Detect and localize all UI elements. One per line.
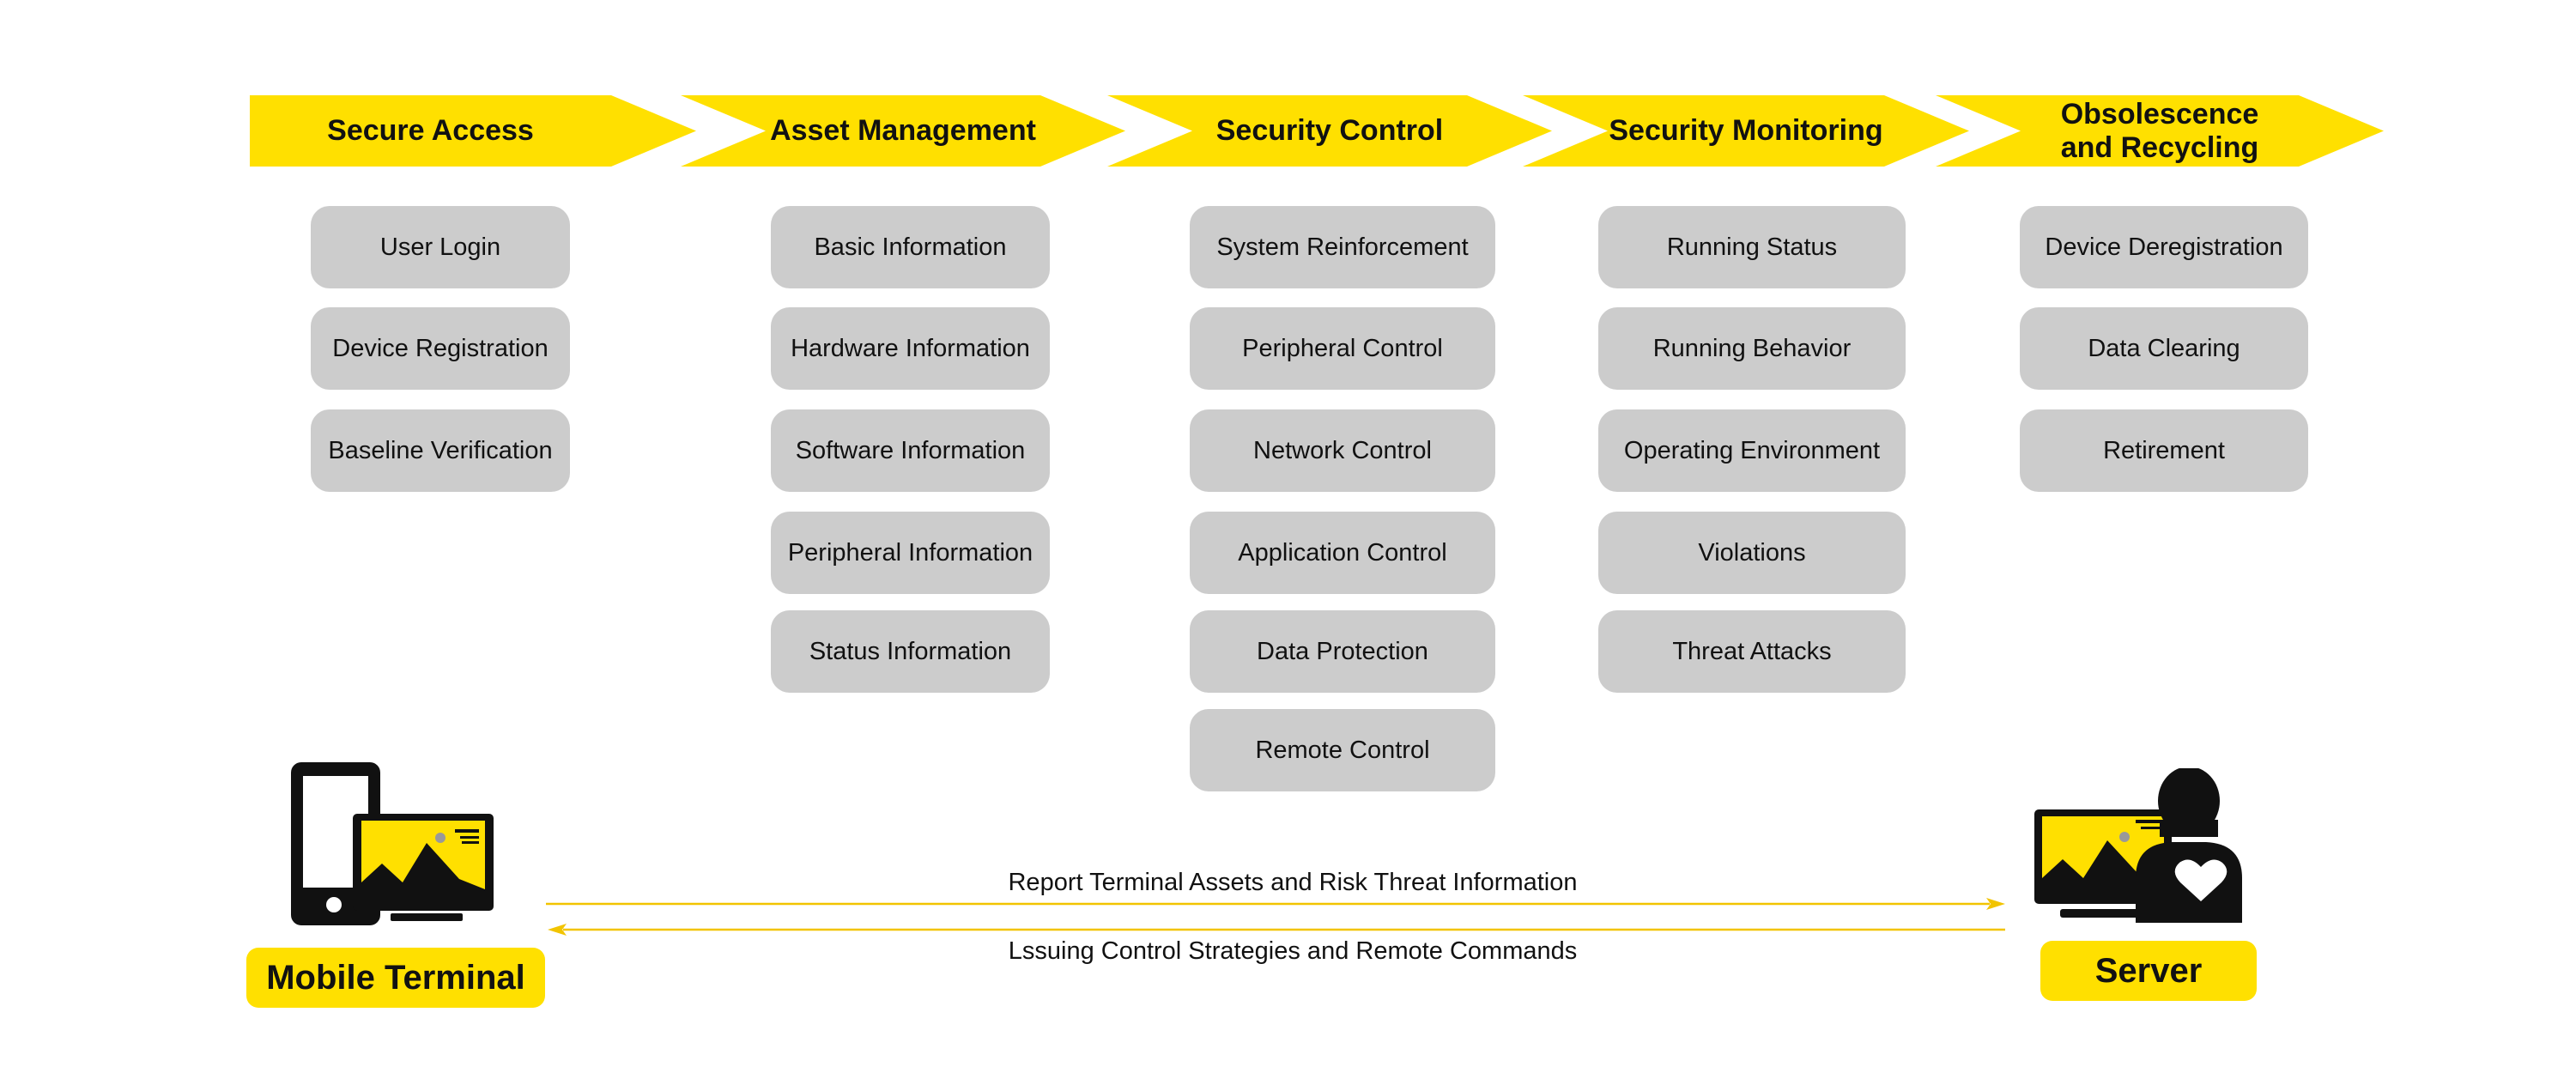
item-device-registration: Device Registration [311, 307, 570, 390]
mobile-terminal-icon [288, 762, 494, 930]
chevron-shape [681, 95, 1125, 167]
item-peripheral-information: Peripheral Information [771, 512, 1050, 594]
stage-title: Obsolescence and Recycling [2060, 97, 2259, 164]
stage-title: Security Monitoring [1609, 114, 1883, 147]
stage-chevron-security-monitoring: Security Monitoring [1523, 95, 1969, 167]
stage-title: Secure Access [327, 114, 534, 147]
item-baseline-verification: Baseline Verification [311, 409, 570, 492]
item-data-protection: Data Protection [1190, 610, 1495, 693]
item-device-deregistration: Device Deregistration [2020, 206, 2308, 288]
server-admin-icon [2034, 767, 2249, 923]
item-threat-attacks: Threat Attacks [1598, 610, 1906, 693]
chevron-shape [250, 95, 696, 167]
item-basic-information: Basic Information [771, 206, 1050, 288]
item-status-information: Status Information [771, 610, 1050, 693]
downstream-arrow [548, 924, 2005, 936]
item-running-behavior: Running Behavior [1598, 307, 1906, 390]
item-violations: Violations [1598, 512, 1906, 594]
item-system-reinforcement: System Reinforcement [1190, 206, 1495, 288]
item-application-control: Application Control [1190, 512, 1495, 594]
item-retirement: Retirement [2020, 409, 2308, 492]
item-operating-environment: Operating Environment [1598, 409, 1906, 492]
item-data-clearing: Data Clearing [2020, 307, 2308, 390]
item-running-status: Running Status [1598, 206, 1906, 288]
stage-title: Security Control [1215, 114, 1444, 147]
upstream-label: Report Terminal Assets and Risk Threat I… [1008, 869, 1578, 896]
item-network-control: Network Control [1190, 409, 1495, 492]
stage-chevron-asset-management: Asset Management [681, 95, 1125, 167]
stage-title: Asset Management [770, 114, 1036, 147]
item-software-information: Software Information [771, 409, 1050, 492]
upstream-arrow [546, 898, 2005, 910]
stage-chevron-secure-access: Secure Access [250, 95, 696, 167]
item-hardware-information: Hardware Information [771, 307, 1050, 390]
chevron-shape [1936, 95, 2384, 167]
stage-chevron-security-control: Security Control [1107, 95, 1552, 167]
chevron-shape [1523, 95, 1969, 167]
item-remote-control: Remote Control [1190, 709, 1495, 791]
item-peripheral-control: Peripheral Control [1190, 307, 1495, 390]
downstream-label: Lssuing Control Strategies and Remote Co… [1008, 937, 1578, 965]
stage-chevron-obsolescence-recycling: Obsolescence and Recycling [1936, 95, 2384, 167]
chevron-shape [1107, 95, 1552, 167]
item-user-login: User Login [311, 206, 570, 288]
server-badge: Server [2040, 941, 2257, 1001]
mobile-terminal-badge: Mobile Terminal [246, 948, 545, 1008]
